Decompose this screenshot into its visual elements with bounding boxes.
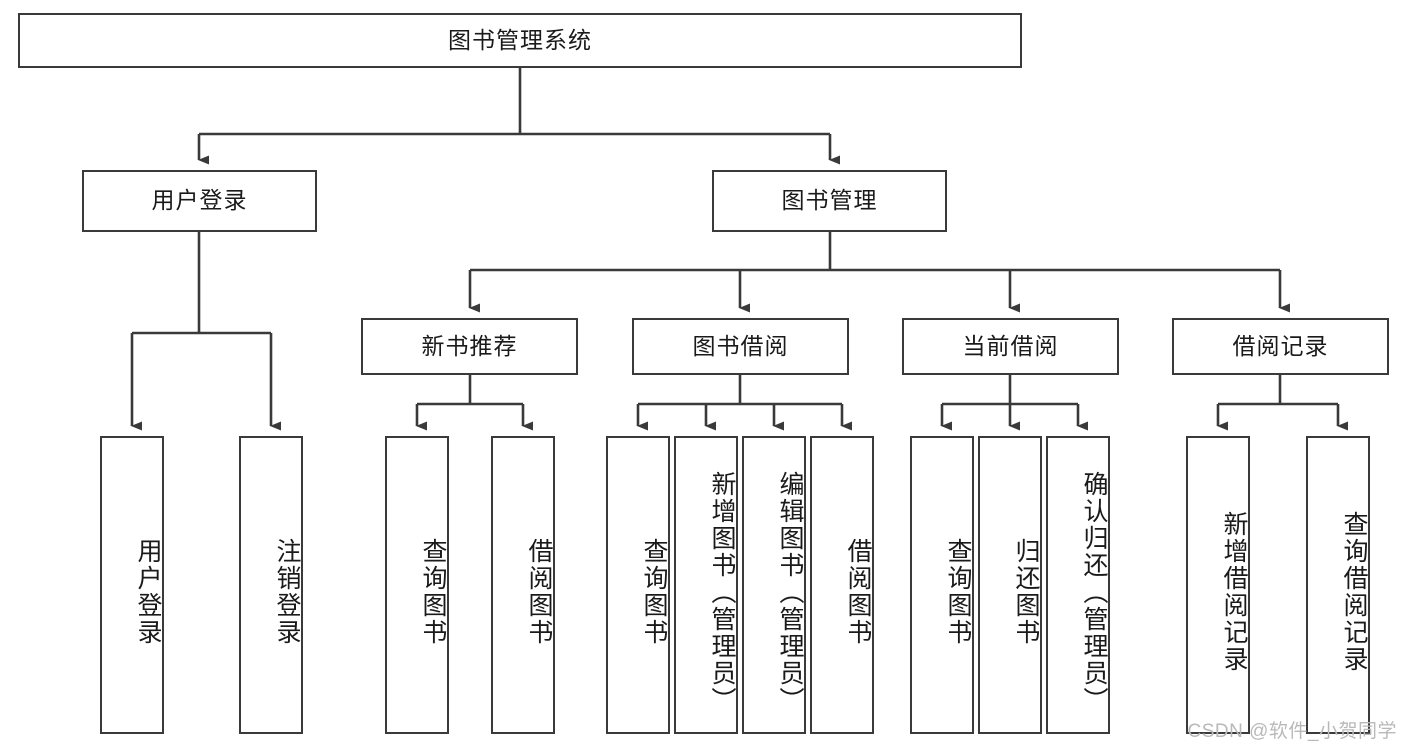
node-new-book-rec-label: 新书推荐 <box>421 332 518 359</box>
node-leaf-edit-book[interactable]: 编辑图书（管理员） <box>742 436 806 734</box>
node-leaf-query-book-1-label: 查询图书 <box>419 538 447 646</box>
node-book-manage-label: 图书管理 <box>781 187 878 214</box>
node-book-borrow[interactable]: 图书借阅 <box>632 318 849 375</box>
node-leaf-return-book-label: 归还图书 <box>1012 538 1040 646</box>
node-leaf-confirm-return[interactable]: 确认归还（管理员） <box>1046 436 1110 734</box>
node-new-book-rec[interactable]: 新书推荐 <box>361 318 578 375</box>
csdn-watermark: CSDN @软件_小贺同学 <box>1187 721 1397 742</box>
node-leaf-edit-book-label: 编辑图书（管理员） <box>776 470 804 714</box>
node-user-login[interactable]: 用户登录 <box>82 170 317 232</box>
node-leaf-borrow-book-1-label: 借阅图书 <box>525 538 553 646</box>
node-leaf-user-login-label: 用户登录 <box>134 538 162 646</box>
node-leaf-logout-label: 注销登录 <box>273 538 301 646</box>
node-book-borrow-label: 图书借阅 <box>692 332 789 359</box>
node-root-label: 图书管理系统 <box>448 26 592 53</box>
node-leaf-query-book-3[interactable]: 查询图书 <box>910 436 974 734</box>
node-borrow-record-label: 借阅记录 <box>1232 332 1329 359</box>
node-leaf-confirm-return-label: 确认归还（管理员） <box>1080 470 1108 714</box>
node-leaf-query-book-2[interactable]: 查询图书 <box>606 436 670 734</box>
node-current-borrow-label: 当前借阅 <box>962 332 1059 359</box>
node-book-manage[interactable]: 图书管理 <box>712 170 947 232</box>
node-root[interactable]: 图书管理系统 <box>18 13 1022 68</box>
node-leaf-add-record[interactable]: 新增借阅记录 <box>1186 436 1250 734</box>
node-leaf-add-book-label: 新增图书（管理员） <box>708 470 736 714</box>
node-leaf-query-book-3-label: 查询图书 <box>944 538 972 646</box>
node-leaf-query-book-2-label: 查询图书 <box>640 538 668 646</box>
node-leaf-user-login[interactable]: 用户登录 <box>100 436 164 734</box>
node-leaf-borrow-book-2[interactable]: 借阅图书 <box>810 436 874 734</box>
node-leaf-query-record-label: 查询借阅记录 <box>1340 511 1368 673</box>
node-leaf-borrow-book-1[interactable]: 借阅图书 <box>491 436 555 734</box>
node-leaf-add-book[interactable]: 新增图书（管理员） <box>674 436 738 734</box>
node-leaf-borrow-book-2-label: 借阅图书 <box>844 538 872 646</box>
node-leaf-add-record-label: 新增借阅记录 <box>1220 511 1248 673</box>
node-current-borrow[interactable]: 当前借阅 <box>902 318 1119 375</box>
node-user-login-label: 用户登录 <box>151 187 248 214</box>
node-leaf-query-record[interactable]: 查询借阅记录 <box>1306 436 1370 734</box>
node-leaf-logout[interactable]: 注销登录 <box>239 436 303 734</box>
node-leaf-query-book-1[interactable]: 查询图书 <box>385 436 449 734</box>
node-borrow-record[interactable]: 借阅记录 <box>1172 318 1389 375</box>
node-leaf-return-book[interactable]: 归还图书 <box>978 436 1042 734</box>
